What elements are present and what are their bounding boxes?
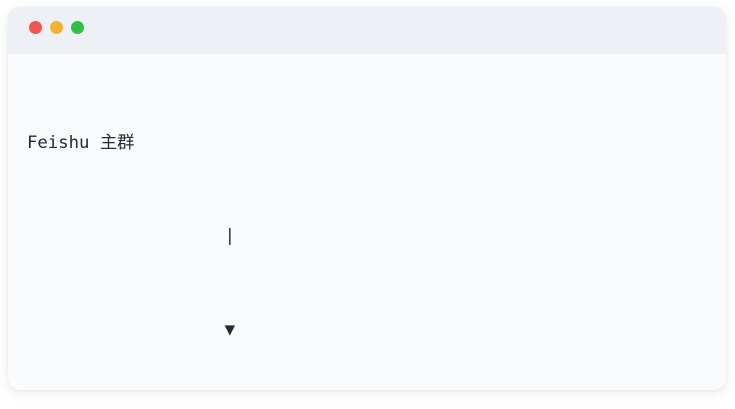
diagram-line-connector-top: | xyxy=(27,226,236,247)
close-button[interactable] xyxy=(29,20,42,34)
diagram-line-arrow-down-icon: ▼ xyxy=(27,320,236,341)
diagram-line-root-label: Feishu 主群 xyxy=(27,132,135,153)
window-titlebar xyxy=(8,7,726,54)
minimize-button[interactable] xyxy=(50,20,63,34)
ascii-tree-diagram: Feishu 主群 | ▼ orchestrator agent main | … xyxy=(8,54,726,390)
maximize-button[interactable] xyxy=(71,20,84,34)
terminal-window: Feishu 主群 | ▼ orchestrator agent main | … xyxy=(8,7,726,390)
